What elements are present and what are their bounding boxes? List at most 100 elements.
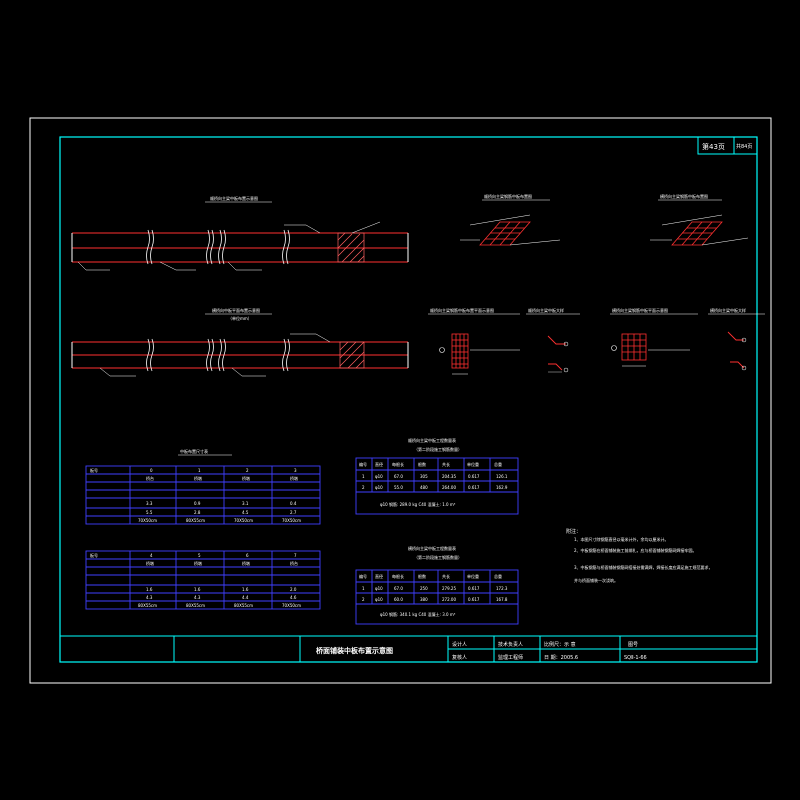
detail-3: 横桥向主梁钢筋中板平面示意图 (610, 307, 698, 367)
cell: 桥墩 (242, 475, 250, 481)
cell: 7 (294, 553, 297, 558)
cell: 305 (420, 474, 428, 479)
cell: 172.3 (496, 586, 508, 591)
cell: 67.0 (394, 474, 403, 479)
date-label: 日 期：2005.6 (544, 655, 578, 661)
cell: 每根长 (392, 461, 404, 467)
cell: 5.5 (146, 510, 153, 515)
cell: 70X50cm (234, 518, 253, 523)
tech-lead-label: 技术负责人 (498, 641, 523, 648)
cell: 0.617 (468, 586, 480, 591)
table-left-b (85, 550, 321, 610)
cell: 2.8 (194, 510, 201, 515)
cell: 直径 (375, 573, 383, 579)
cell: 80X55cm (234, 603, 253, 608)
table-right-2-subtitle: （第二阶段施工钢筋数量） (414, 554, 462, 560)
cell: 70X50cm (282, 518, 301, 523)
table-right-1-footer: φ10 钢筋: 289.0 kg C40 混凝土: 1.0 m³ (380, 501, 456, 507)
cell: 编号 (359, 461, 367, 467)
cell: 桥台 (146, 475, 154, 481)
cell: 桥台 (290, 560, 298, 566)
cell: 桥墩 (194, 475, 202, 481)
table-right-2-text: 编号 直径 每根长 根数 共长 单位重 总重 1 φ10 67.0 250 27… (359, 573, 508, 617)
cell: 编号 (359, 573, 367, 579)
note-item: 2、中板钢筋在桥面铺装施工前绑扎，应与桥面铺装钢筋网焊接牢固。 (574, 547, 697, 553)
inner-frame (59, 136, 758, 663)
cell: 0.617 (468, 597, 480, 602)
cell: 126.1 (496, 474, 508, 479)
cell: 80X55cm (186, 518, 205, 523)
cell: 80X55cm (186, 603, 205, 608)
drawing-title: 桥面铺装中板布置示意图 (316, 646, 393, 655)
cell: φ10 (375, 597, 383, 602)
cell: 2 (362, 485, 365, 490)
note-item: 3、中板钢筋与桥面铺装钢筋网搭接处需满焊，焊接长度应满足施工规范要求， (574, 564, 713, 570)
cell: φ10 (375, 485, 383, 490)
cell: 0 (150, 468, 153, 473)
cell: 总重 (494, 573, 502, 579)
cell: 1 (362, 586, 365, 591)
iso-sketch-1: 顺桥向主梁钢筋中板布置图 (460, 193, 561, 246)
cell: 3 (294, 468, 297, 473)
note-item: 1、本图尺寸除钢筋直径以毫米计外，余均以厘米计。 (574, 536, 669, 542)
cell: 4.3 (146, 595, 153, 600)
cell: 60.0 (394, 597, 403, 602)
detail-2-title: 顺桥向主梁中板大样 (528, 307, 564, 313)
cell: 总重 (494, 461, 502, 467)
cell: 2.7 (290, 510, 297, 515)
cell: 55.0 (394, 485, 403, 490)
iso-sketch-1-title: 顺桥向主梁钢筋中板布置图 (484, 193, 532, 199)
notes-heading: 附注： (566, 528, 581, 535)
cell: 279.25 (442, 586, 456, 591)
cell: 480 (420, 485, 428, 490)
cell: 380 (420, 597, 428, 602)
cell: 3.3 (146, 501, 153, 506)
cell: 2 (246, 468, 249, 473)
checker-label: 复核人 (452, 654, 467, 661)
cell: 桥墩 (242, 560, 250, 566)
cell: 272.00 (442, 597, 456, 602)
cell: 264.00 (442, 485, 456, 490)
detail-4: 横桥向主梁中板大样 (708, 307, 765, 371)
cell: 共长 (442, 461, 450, 467)
table-right-1-subtitle: （第二阶段施工钢筋数量） (414, 446, 462, 452)
cell: 204.35 (442, 474, 456, 479)
plan-bottom-left: 横桥向中板平面布置示意图 （单位mm） (71, 307, 409, 377)
sheet-no-label: 图号 (628, 642, 638, 648)
plan-bottom-left-unit: （单位mm） (228, 315, 252, 321)
drawing-number: SQⅡ-1-66 (624, 655, 647, 661)
table-left-a-text: 板号 0 1 2 3 桥台 桥墩 桥墩 桥墩 3.3 0.9 3.1 0.4 5… (90, 467, 301, 523)
table-right-2-title: 横桥向主梁中板工程数量表 (408, 545, 456, 551)
table-left-a (85, 465, 321, 525)
cell: 1.6 (242, 587, 249, 592)
title-block (60, 635, 757, 662)
cell: 4.3 (194, 595, 201, 600)
cell: 桥墩 (194, 560, 202, 566)
cell: 2 (362, 597, 365, 602)
cell: 1 (198, 468, 201, 473)
table-right-2 (355, 569, 519, 625)
cell: 每根长 (392, 573, 404, 579)
cell: 1.6 (194, 587, 201, 592)
cell: 250 (420, 586, 428, 591)
cell: 桥墩 (290, 475, 298, 481)
table-left-b-text: 板号 4 5 6 7 桥墩 桥墩 桥墩 桥台 1.6 1.6 1.6 2.0 4… (90, 552, 301, 608)
table-right-1-text: 编号 直径 每根长 根数 共长 单位重 总重 1 φ10 67.0 305 20… (359, 461, 508, 507)
cell: 0.4 (290, 501, 297, 506)
iso-sketch-2-title: 横桥向主梁钢筋中板布置图 (660, 193, 708, 199)
cell: 1 (362, 474, 365, 479)
plan-bottom-left-title: 横桥向中板平面布置示意图 (212, 307, 260, 313)
cell: 0.617 (468, 485, 480, 490)
cell: 2.0 (290, 587, 297, 592)
cell: 80X55cm (138, 603, 157, 608)
detail-3-title: 横桥向主梁钢筋中板平面示意图 (612, 307, 668, 313)
cell: 共长 (442, 573, 450, 579)
cell: 70X50cm (138, 518, 157, 523)
cell: 4.6 (290, 595, 297, 600)
table-right-1-title: 顺桥向主梁中板工程数量表 (408, 437, 456, 443)
cell: 板号 (90, 552, 98, 558)
cell: 桥墩 (146, 560, 154, 566)
cell: φ10 (375, 586, 383, 591)
cell: 4 (150, 553, 153, 558)
